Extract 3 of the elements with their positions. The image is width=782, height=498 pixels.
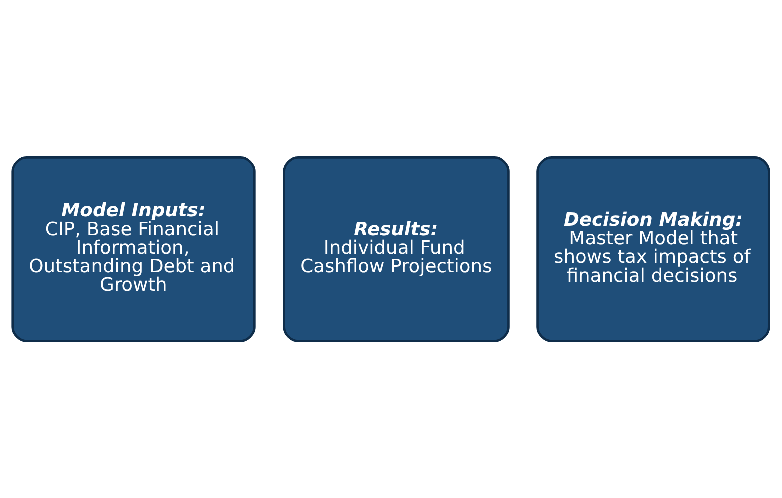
node-box: Model Inputs: CIP, Base Financial Information, Outstanding Debt and Growth bbox=[12, 156, 256, 342]
node-box: Decision Making: Master Model that shows tax impacts of financial decisions bbox=[536, 156, 770, 342]
node-box: Results: Individual Fund Cashflow Projections bbox=[283, 156, 510, 342]
